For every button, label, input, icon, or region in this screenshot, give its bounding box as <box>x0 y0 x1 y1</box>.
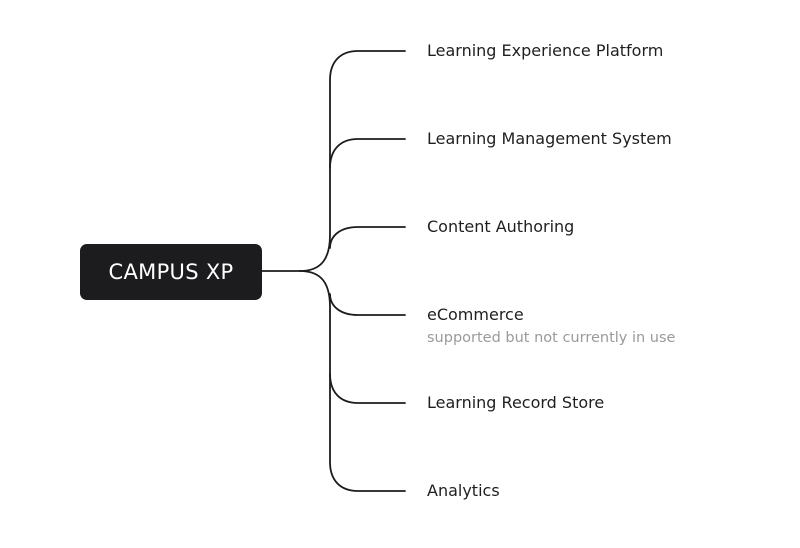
connector-branch-6 <box>299 270 406 492</box>
branch-label: Content Authoring <box>427 217 575 236</box>
connector-branch-1 <box>299 50 406 272</box>
root-label: CAMPUS XP <box>108 260 234 284</box>
branch-label: Learning Record Store <box>427 393 605 412</box>
branch-label: Analytics <box>427 481 500 500</box>
connector-branch-2 <box>329 138 406 169</box>
branch-label: Learning Management System <box>427 129 672 148</box>
branch-label: eCommerce <box>427 305 524 324</box>
branch-node-learning-record-store[interactable]: Learning Record Store <box>427 393 604 413</box>
root-node[interactable]: CAMPUS XP <box>80 244 262 300</box>
branch-node-analytics[interactable]: Analytics <box>427 481 500 501</box>
branch-node-content-authoring[interactable]: Content Authoring <box>427 217 574 237</box>
connector-branch-4 <box>329 293 406 316</box>
connector-branch-3 <box>329 226 406 249</box>
branch-node-ecommerce[interactable]: eCommerce supported but not currently in… <box>427 305 675 347</box>
connector-branch-5 <box>329 373 406 404</box>
branch-label: Learning Experience Platform <box>427 41 664 60</box>
branch-node-learning-experience-platform[interactable]: Learning Experience Platform <box>427 41 663 61</box>
branch-note: supported but not currently in use <box>427 330 676 346</box>
branch-node-learning-management-system[interactable]: Learning Management System <box>427 129 672 149</box>
